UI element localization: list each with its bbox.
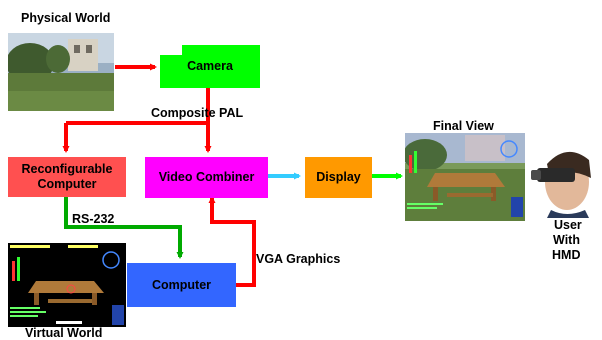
video-combiner-box: Video Combiner	[145, 157, 268, 198]
user-with-hmd-photo	[527, 138, 595, 218]
display-label: Display	[316, 170, 361, 184]
user-label-line1: User	[554, 218, 582, 232]
arrow-rs232	[64, 196, 184, 259]
physical-world-label: Physical World	[21, 11, 111, 25]
physical-world-photo	[8, 33, 114, 111]
reconfigurable-label-line1: Reconfigurable	[21, 162, 113, 176]
display-box: Display	[305, 157, 372, 198]
user-label-line3: HMD	[552, 248, 581, 262]
vga-graphics-label: VGA Graphics	[256, 252, 341, 266]
composite-pal-label: Composite PAL	[151, 106, 244, 120]
rs232-label: RS-232	[72, 212, 115, 226]
reconfigurable-label-line2: Computer	[37, 177, 97, 191]
user-label-line2: With	[553, 233, 580, 247]
camera-notch	[160, 45, 182, 55]
camera-label: Camera	[187, 59, 233, 73]
reconfigurable-computer-box: Reconfigurable Computer	[8, 157, 126, 197]
computer-box: Computer	[127, 263, 236, 307]
final-view-screen	[405, 133, 525, 221]
final-view-label: Final View	[433, 119, 494, 133]
computer-label: Computer	[151, 277, 212, 292]
arrow-vga	[208, 196, 256, 287]
video-combiner-label: Video Combiner	[158, 170, 255, 184]
virtual-world-label: Virtual World	[25, 326, 103, 340]
virtual-world-screen	[8, 243, 126, 327]
